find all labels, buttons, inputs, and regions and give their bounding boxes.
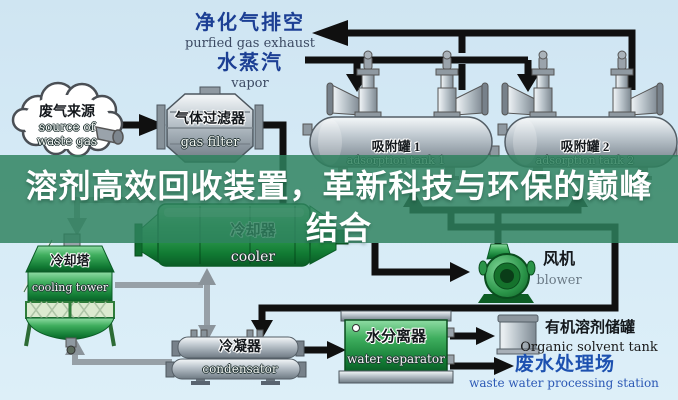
cooling-tower-label-cn: 冷却塔 [50,253,90,268]
page-title-line1: 溶剂高效回收装置，革新科技与环保的巅峰 [25,168,653,204]
gas-filter-label-en: gas filter [180,135,240,150]
cooling-tower [21,233,116,355]
vapor-label-en: vapor [231,76,269,91]
tank2-label-cn: 吸附罐 2 [560,139,610,154]
cooler-label-en: cooler [230,249,276,265]
exhaust-label-cn: 净化气排空 [195,12,305,34]
condensator [165,329,307,385]
gas-filter-label-cn: 气体过滤器 [175,112,245,127]
organic-solvent-tank [496,314,540,355]
solvent-tank-label-en: Organic solvent tank [520,340,658,355]
blower-label-cn: 风机 [542,251,576,268]
waste-water-label-en: waste water processing station [469,376,659,390]
condensator-label-cn: 冷凝器 [219,340,261,355]
blower-label-en: blower [536,273,582,288]
vapor-label-cn: 水蒸汽 [217,52,283,74]
waste-gas-source-label-en1: source of [38,120,96,134]
cloud-nozzle-icon [95,126,124,145]
blower [478,243,536,303]
tank1-label-cn: 吸附罐 1 [371,139,421,154]
waste-gas-source-label-cn: 废气来源 [39,105,95,120]
water-separator-label-cn: 水分离器 [365,329,427,345]
exhaust-label-en: purfied gas exhaust [184,36,316,51]
title-banner [0,155,678,243]
waste-water-label-cn: 废水处理场 [514,354,616,375]
adsorption-tank-1 [302,50,500,180]
solvent-tank-label-cn: 有机溶剂储罐 [544,320,636,336]
adsorption-tank-2 [497,50,678,180]
water-separator [338,310,455,384]
waste-gas-cloud [11,81,124,158]
water-separator-label-en: water separator [347,352,445,366]
waste-gas-source-label-en2: waste gas [36,134,98,148]
page-title-line2: 结合 [305,210,372,246]
cooling-tower-label-en: cooling tower [31,281,109,294]
condensator-label-en: condensator [202,362,278,376]
